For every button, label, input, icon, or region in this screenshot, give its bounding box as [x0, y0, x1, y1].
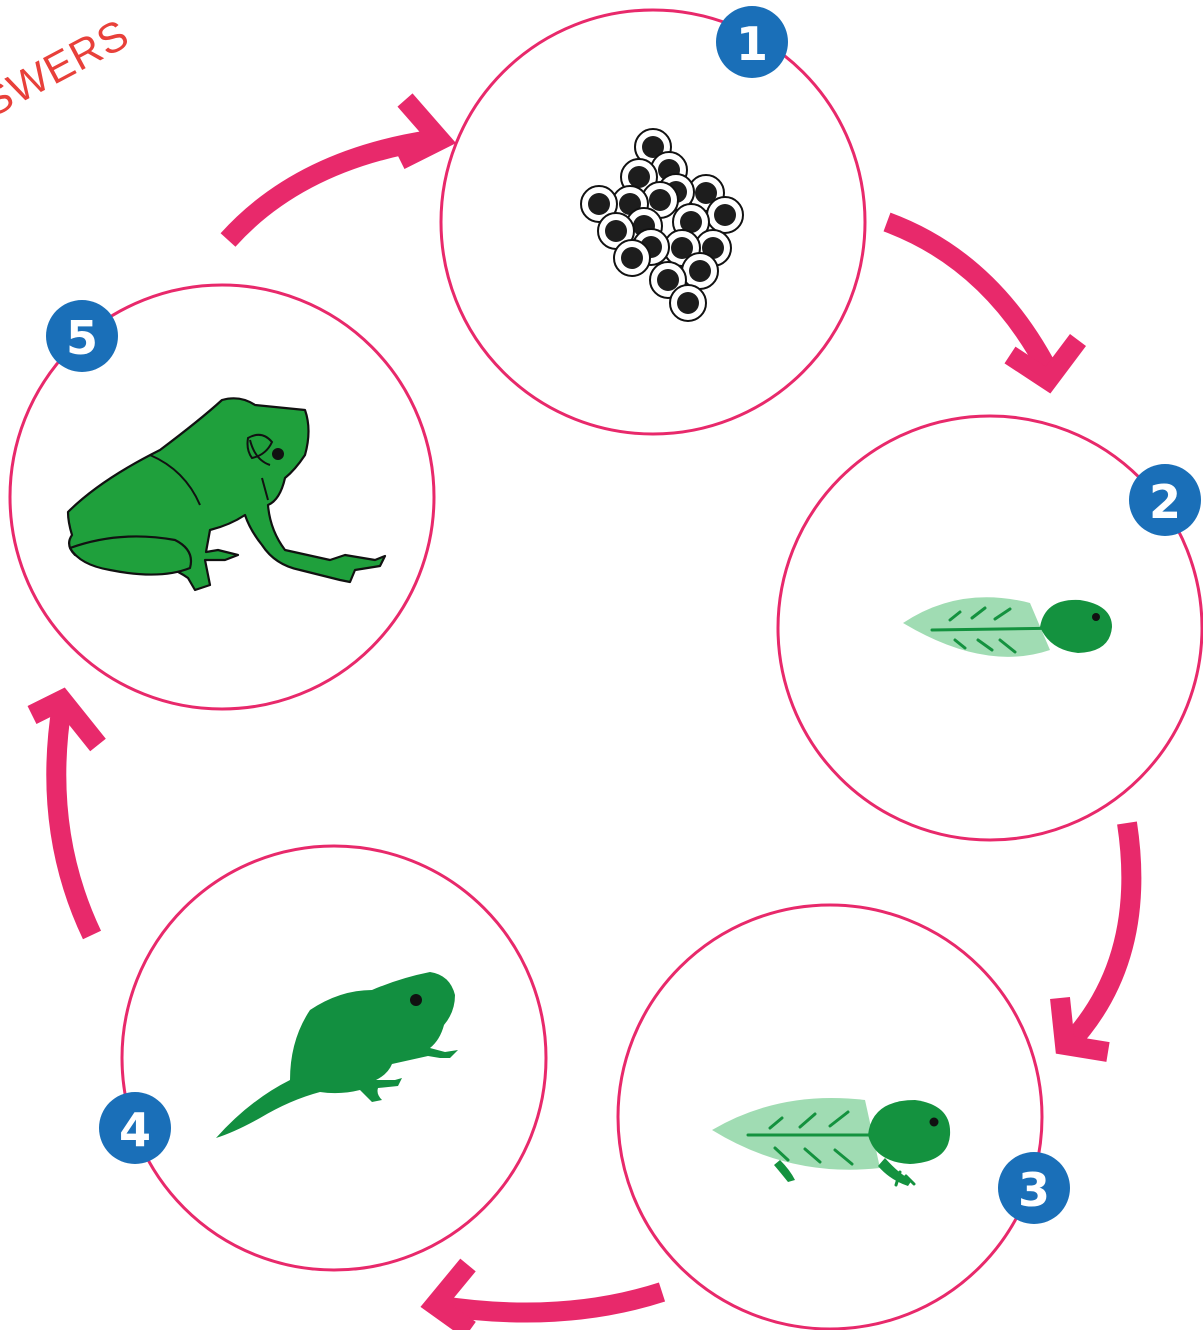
stage-5-number: 5: [66, 311, 98, 365]
arrow-5-to-1: [228, 100, 440, 240]
stage-adult-frog: 5: [10, 285, 434, 709]
arrow-4-to-5: [32, 700, 98, 935]
stage-4-badge: 4: [99, 1092, 171, 1164]
stage-tadpole: 2: [778, 416, 1202, 840]
arrow-1-to-2: [887, 222, 1078, 380]
stage-2-number: 2: [1149, 475, 1181, 529]
corner-label: SWERS: [0, 10, 137, 126]
stage-eggs: 1: [441, 6, 865, 434]
stage-3-badge: 3: [998, 1152, 1070, 1224]
stage-3-number: 3: [1018, 1163, 1050, 1217]
stage-froglet: 4: [99, 846, 546, 1270]
stage-1-number: 1: [736, 17, 768, 71]
stage-5-badge: 5: [46, 300, 118, 372]
stage-1-badge: 1: [716, 6, 788, 78]
stage-4-number: 4: [119, 1103, 151, 1157]
stage-2-badge: 2: [1129, 464, 1201, 536]
stage-tadpole-with-legs: 3: [618, 905, 1070, 1329]
arrow-2-to-3: [1060, 823, 1131, 1052]
arrow-3-to-4: [435, 1265, 662, 1330]
